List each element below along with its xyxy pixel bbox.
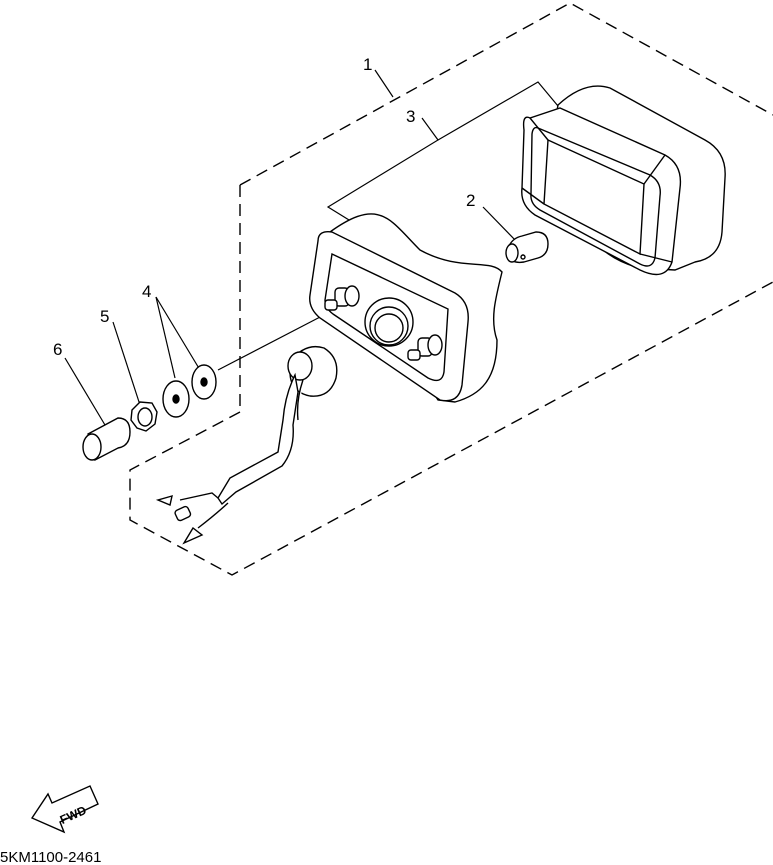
lamp-housing-part-3 [309, 213, 503, 403]
nut-part-5 [130, 401, 158, 432]
lamp-lens [521, 85, 726, 276]
mounting-stud-left [324, 285, 360, 311]
callout-1: 1 [363, 55, 372, 74]
callout-4: 4 [142, 282, 151, 301]
assembly-boundary-part-1 [129, 2, 773, 576]
mounting-stud-right [407, 334, 443, 361]
collar-part-6 [82, 417, 131, 462]
callout-6: 6 [53, 340, 62, 359]
leader-lines [64, 69, 559, 426]
fwd-arrow: FWD [30, 785, 99, 834]
diagram-code: 5KM1100-2461 [0, 849, 101, 865]
bulb-part-2 [505, 231, 549, 264]
washers-part-4 [162, 364, 217, 418]
socket-wire-harness [155, 345, 338, 545]
callout-2: 2 [466, 191, 475, 210]
callout-5: 5 [100, 307, 109, 326]
callout-3: 3 [406, 107, 415, 126]
